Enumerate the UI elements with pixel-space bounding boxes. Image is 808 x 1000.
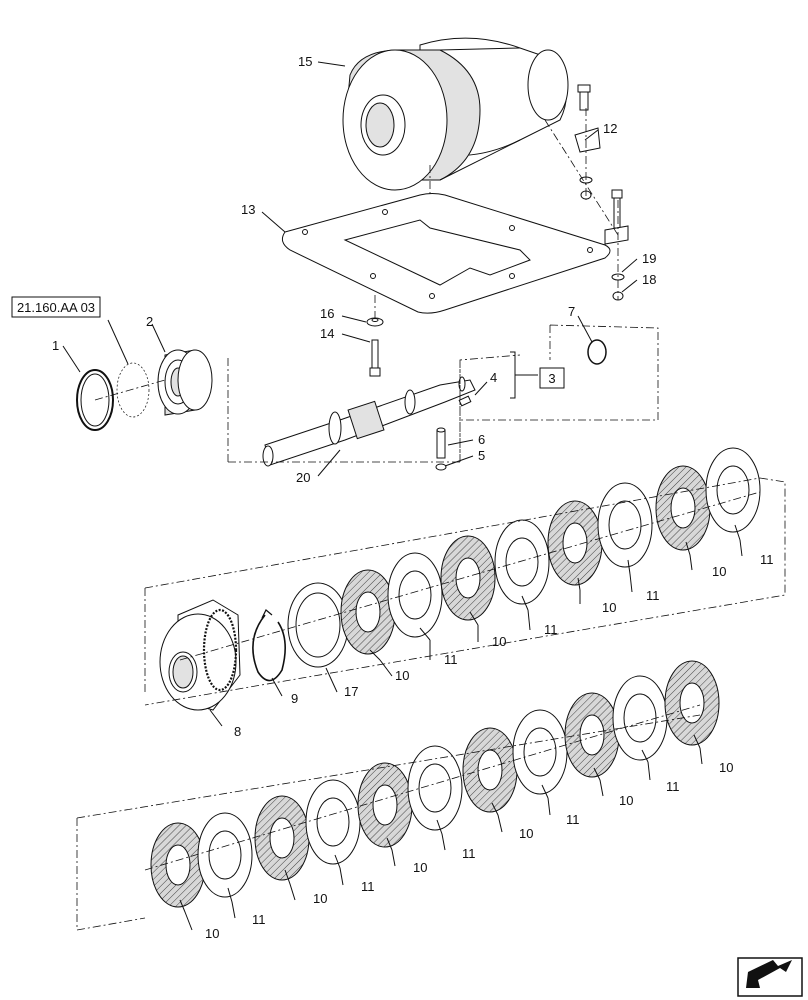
housing-15 (342, 37, 569, 191)
gasket-13 (281, 193, 611, 314)
callout-10: 10 (205, 926, 219, 941)
callout-10: 10 (413, 860, 427, 875)
bracket-12 (574, 84, 601, 200)
callout-11: 11 (544, 622, 558, 637)
callout-11: 11 (760, 552, 774, 567)
callout-19: 19 (642, 251, 656, 266)
steel-plate-11 (197, 812, 253, 898)
callout-11: 11 (462, 846, 476, 861)
steel-plate-11 (305, 779, 361, 865)
ring-5 (435, 463, 447, 471)
gear-8 (159, 599, 241, 711)
shim-ring (116, 362, 150, 418)
friction-disc-10 (564, 692, 620, 778)
o-ring-7 (587, 339, 607, 365)
callout-10: 10 (395, 668, 409, 683)
callout-11: 11 (566, 812, 580, 827)
friction-disc-10 (254, 795, 310, 881)
shaft-20 (262, 376, 476, 467)
callout-11: 11 (666, 779, 680, 794)
callout-10: 10 (619, 793, 633, 808)
steel-plate-11 (387, 552, 443, 638)
callout-2: 2 (146, 314, 153, 329)
friction-disc-10 (440, 535, 496, 621)
callout-3-box: 3 (539, 367, 565, 389)
callout-18: 18 (642, 272, 656, 287)
callout-14: 14 (320, 326, 334, 341)
callout-10: 10 (492, 634, 506, 649)
reference-label[interactable]: 21.160.AA 03 (17, 300, 95, 315)
callout-11: 11 (361, 879, 375, 894)
next-page-arrow-icon[interactable] (737, 957, 803, 997)
steel-plate-11 (612, 675, 668, 761)
bearing-2 (157, 349, 213, 416)
callout-10: 10 (519, 826, 533, 841)
callout-6: 6 (478, 432, 485, 447)
callout-16: 16 (320, 306, 334, 321)
callout-5: 5 (478, 448, 485, 463)
friction-disc-10 (357, 762, 413, 848)
callout-3: 3 (548, 371, 555, 386)
pin-6 (436, 427, 446, 459)
snap-ring-1 (76, 369, 114, 431)
callout-9: 9 (291, 691, 298, 706)
friction-disc-10 (547, 500, 603, 586)
callout-10: 10 (313, 891, 327, 906)
callout-1: 1 (52, 338, 59, 353)
callout-17: 17 (344, 684, 358, 699)
reference-box[interactable]: 21.160.AA 03 (11, 296, 101, 318)
callout-8: 8 (234, 724, 241, 739)
steel-plate-11 (407, 745, 463, 831)
leader-lines (62, 61, 638, 727)
snap-ring-9 (252, 609, 286, 682)
clutch-pack-lower (150, 660, 720, 908)
steel-plate-11 (597, 482, 653, 568)
steel-plate-11 (494, 519, 550, 605)
callout-11: 11 (444, 652, 458, 667)
friction-disc-10 (340, 569, 396, 655)
bolt-18-19 (604, 189, 629, 301)
friction-disc-10 (664, 660, 720, 746)
bolt-14-16 (366, 295, 384, 377)
callout-7: 7 (568, 304, 575, 319)
key-4 (458, 395, 472, 407)
callout-13: 13 (241, 202, 255, 217)
washer-17 (287, 582, 349, 668)
steel-plate-11 (705, 447, 761, 533)
callout-10: 10 (719, 760, 733, 775)
callout-12: 12 (603, 121, 617, 136)
callout-20: 20 (296, 470, 310, 485)
clutch-pack-upper (340, 447, 761, 655)
callout-11: 11 (252, 912, 266, 927)
steel-plate-11 (512, 709, 568, 795)
callout-10: 10 (712, 564, 726, 579)
friction-disc-10 (655, 465, 711, 551)
callout-labels: 15 12 13 19 18 16 14 7 2 1 4 6 5 20 8 9 … (52, 54, 774, 941)
callout-11: 11 (646, 588, 660, 603)
friction-disc-10 (150, 822, 206, 908)
callout-4: 4 (490, 370, 497, 385)
callout-15: 15 (298, 54, 312, 69)
friction-disc-10 (462, 727, 518, 813)
callout-10: 10 (602, 600, 616, 615)
